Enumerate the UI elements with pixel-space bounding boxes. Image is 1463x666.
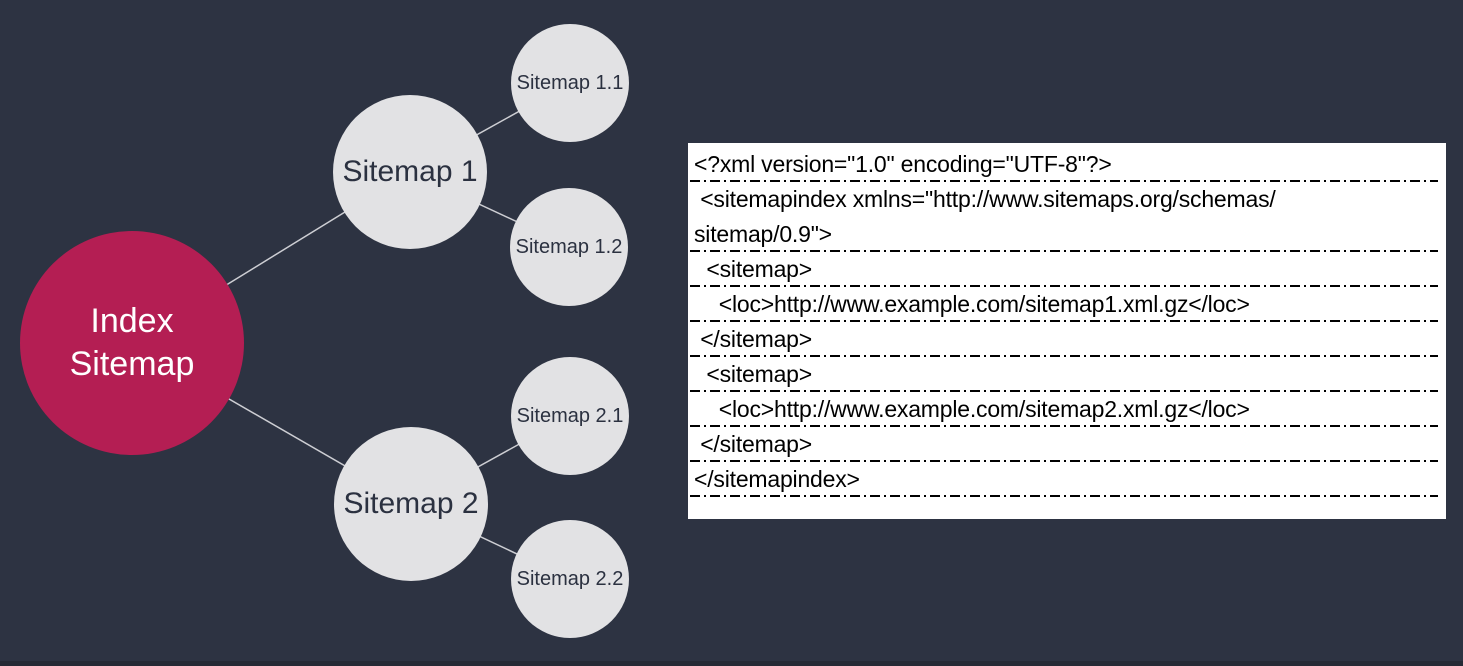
node-sitemap-1-1: Sitemap 1.1 [511,24,629,142]
node-sitemap-2-2: Sitemap 2.2 [511,520,629,638]
node-sitemap-1-2: Sitemap 1.2 [510,188,628,306]
node-label: Sitemap 2.1 [516,404,624,427]
node-label: Index Sitemap [69,302,195,383]
node-sitemap-2: Sitemap 2 [334,427,488,581]
xml-code-row: <sitemapindex xmlns="http://www.sitemaps… [690,182,1438,252]
node-label: Sitemap 1 [342,155,478,188]
xml-code-row: </sitemapindex> [690,462,1438,497]
node-sitemap-2-1: Sitemap 2.1 [511,357,629,475]
node-label: Sitemap 2 [343,487,479,520]
node-index-sitemap: Index Sitemap [20,231,244,455]
xml-code-row: </sitemap> [690,427,1438,462]
xml-code-row: <loc>http://www.example.com/sitemap1.xml… [690,287,1438,322]
xml-code-row: <sitemap> [690,357,1438,392]
footer-bar [0,661,1463,666]
xml-code-panel: <?xml version="1.0" encoding="UTF-8"?> <… [688,143,1446,519]
node-label: Sitemap 1.2 [515,235,623,258]
xml-code-row: </sitemap> [690,322,1438,357]
xml-code-row: <sitemap> [690,252,1438,287]
node-label: Sitemap 1.1 [516,71,624,94]
xml-code-row: <?xml version="1.0" encoding="UTF-8"?> [690,147,1438,182]
xml-code-row: <loc>http://www.example.com/sitemap2.xml… [690,392,1438,427]
node-sitemap-1: Sitemap 1 [333,95,487,249]
node-label: Sitemap 2.2 [516,567,624,590]
